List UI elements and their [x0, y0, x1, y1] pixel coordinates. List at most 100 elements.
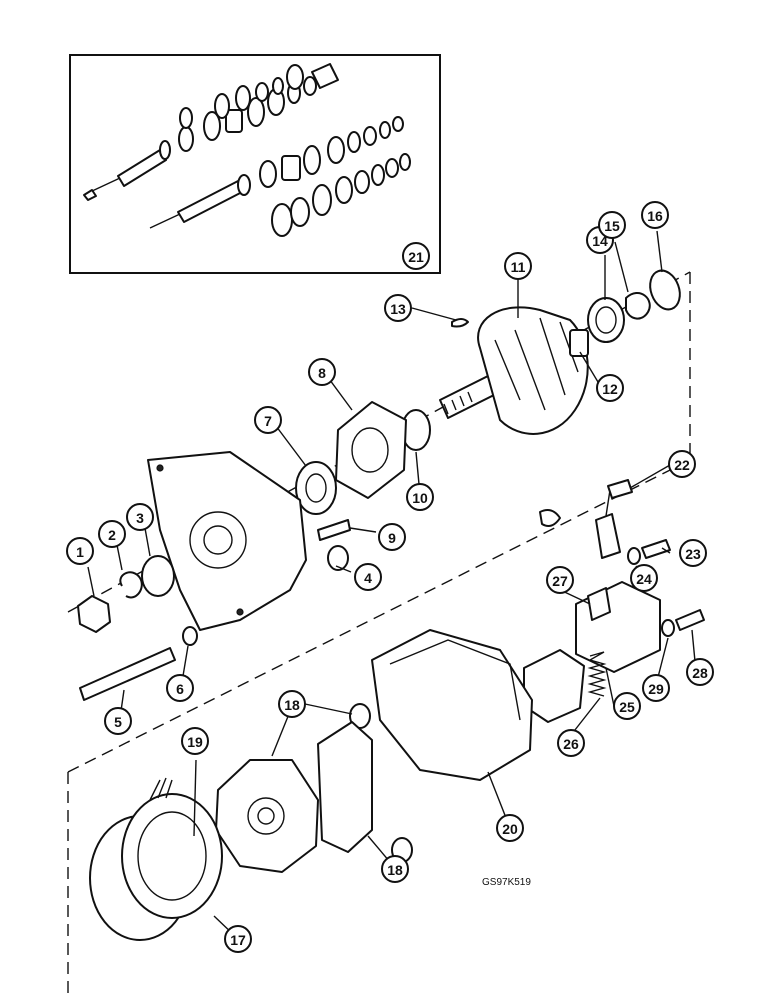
callout-number: 26: [563, 736, 579, 752]
callout-number: 1: [76, 544, 84, 560]
callout-circle: [642, 674, 670, 702]
retainer-plate: [335, 401, 407, 499]
through-bolt: [79, 647, 176, 701]
callout-circle: [381, 855, 409, 883]
callout-circle: [641, 201, 669, 229]
rectifier-bridge: [215, 759, 319, 873]
callout-24: 24: [630, 564, 658, 592]
callout-12: 12: [596, 374, 624, 402]
callout-number: 10: [412, 490, 428, 506]
callout-number: 14: [592, 233, 608, 249]
callout-circle: [402, 242, 430, 270]
callout-29: 29: [642, 674, 670, 702]
callout-19: 19: [181, 727, 209, 755]
callout-circle: [596, 374, 624, 402]
washer-24: [627, 547, 641, 565]
callout-number: 2: [108, 527, 116, 543]
callout-circle: [354, 563, 382, 591]
callout-4: 4: [354, 563, 382, 591]
callout-8: 8: [308, 358, 336, 386]
screw-28: [675, 609, 705, 631]
callout-circle: [613, 692, 641, 720]
callout-circle: [686, 658, 714, 686]
drive-end-housing: [147, 451, 307, 631]
rotor-shaft: [439, 306, 589, 435]
callout-circle: [278, 690, 306, 718]
callout-number: 19: [187, 734, 203, 750]
callout-7: 7: [254, 406, 282, 434]
callout-28: 28: [686, 658, 714, 686]
callout-number: 27: [552, 573, 568, 589]
callout-18: 18: [381, 855, 409, 883]
callout-layer: 1234567891011121314151617181819202122232…: [66, 201, 714, 953]
callout-number: 25: [619, 699, 635, 715]
stator: [89, 777, 223, 941]
callout-number: 24: [636, 571, 652, 587]
spring: [587, 651, 607, 697]
callout-number: 8: [318, 365, 326, 381]
callout-18: 18: [278, 690, 306, 718]
callout-circle: [224, 925, 252, 953]
rear-bearing: [587, 297, 625, 343]
spacer: [327, 545, 349, 571]
callout-circle: [668, 450, 696, 478]
callout-number: 12: [602, 381, 618, 397]
callout-circle: [166, 674, 194, 702]
callout-number: 13: [390, 301, 406, 317]
washer: [141, 555, 175, 597]
callout-number: 3: [136, 510, 144, 526]
callout-circle: [104, 707, 132, 735]
callout-16: 16: [641, 201, 669, 229]
callout-number: 17: [230, 932, 246, 948]
callout-number: 5: [114, 714, 122, 730]
drawing-code: GS97K519: [482, 877, 531, 888]
lock-washer: [182, 626, 198, 646]
callout-number: 23: [685, 546, 701, 562]
callout-20: 20: [496, 814, 524, 842]
snap-ring: [119, 571, 143, 599]
callout-number: 22: [674, 457, 690, 473]
callout-number: 9: [388, 530, 396, 546]
screw: [317, 519, 351, 541]
callout-number: 20: [502, 821, 518, 837]
callout-circle: [630, 564, 658, 592]
brush-holder: [523, 649, 585, 723]
callout-9: 9: [378, 523, 406, 551]
callout-10: 10: [406, 483, 434, 511]
gasket: [317, 721, 373, 853]
callout-circle: [98, 520, 126, 548]
callout-22: 22: [668, 450, 696, 478]
callout-23: 23: [679, 539, 707, 567]
callout-circle: [406, 483, 434, 511]
callout-15: 15: [598, 211, 626, 239]
callout-number: 18: [387, 862, 403, 878]
callout-17: 17: [224, 925, 252, 953]
callout-number: 21: [408, 249, 424, 265]
callout-11: 11: [504, 252, 532, 280]
callout-circle: [384, 294, 412, 322]
inset-hardware-kit: [69, 54, 441, 274]
callout-circle: [504, 252, 532, 280]
callout-1: 1: [66, 537, 94, 565]
callout-number: 16: [647, 208, 663, 224]
callout-13: 13: [384, 294, 412, 322]
capacitor-lead: [595, 479, 633, 559]
washer-29: [661, 619, 675, 637]
callout-circle: [598, 211, 626, 239]
o-ring: [649, 269, 681, 311]
callout-circle: [126, 503, 154, 531]
screw-23: [641, 539, 671, 559]
key: [451, 318, 469, 328]
callout-number: 4: [364, 570, 372, 586]
callout-circle: [679, 539, 707, 567]
callout-number: 18: [284, 697, 300, 713]
clip: [539, 509, 561, 527]
callout-number: 15: [604, 218, 620, 234]
callout-27: 27: [546, 566, 574, 594]
front-bearing: [295, 461, 337, 515]
retaining-ring: [625, 292, 651, 320]
callout-6: 6: [166, 674, 194, 702]
callout-5: 5: [104, 707, 132, 735]
nut: [77, 595, 111, 633]
